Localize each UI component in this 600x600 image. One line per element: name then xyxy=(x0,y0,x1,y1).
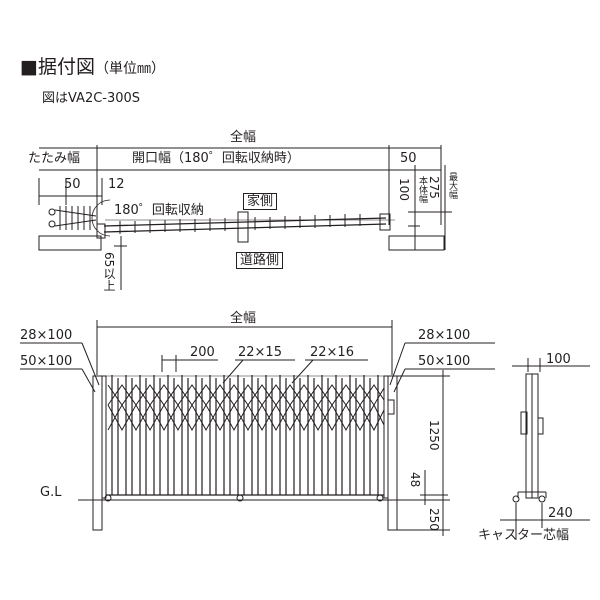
plan-overall-width-label: 全幅 xyxy=(230,130,257,145)
side-caster xyxy=(538,495,546,503)
plan-dim-100: 100 xyxy=(397,178,411,201)
front-overall-width-label: 全幅 xyxy=(230,311,257,326)
side-dim-100: 100 xyxy=(546,352,571,367)
rotation-arc xyxy=(91,199,111,237)
plan-gate-body xyxy=(103,217,387,227)
front-member-2: 22×16 xyxy=(310,345,354,360)
side-dim-240: 240 xyxy=(548,506,573,521)
plan-folded-gate xyxy=(48,206,106,239)
caster-center-width-label: キャスター芯幅 xyxy=(478,528,570,543)
side-caster xyxy=(512,495,520,503)
front-caster xyxy=(236,494,244,502)
plan-fold-width-label: たたみ幅 xyxy=(28,151,81,166)
front-dim-200: 200 xyxy=(190,345,215,360)
front-caster xyxy=(376,494,384,502)
plan-right-end xyxy=(379,213,391,231)
front-right-post xyxy=(387,375,398,531)
plan-dim-275: 275 xyxy=(427,176,441,199)
front-dim-1250: 1250 xyxy=(427,420,441,451)
front-latch xyxy=(387,399,395,415)
front-caster xyxy=(104,494,112,502)
front-post-left-2: 50×100 xyxy=(20,354,73,369)
plan-dim-12: 12 xyxy=(108,177,125,192)
plan-rotation-label: 180゜回転収納 xyxy=(114,203,204,218)
plan-min-65-label: 65以上 xyxy=(102,252,116,292)
plan-gate-nodes xyxy=(119,214,361,234)
plan-opening-width-label: 開口幅（180゜回転収納時） xyxy=(132,151,300,166)
page-title: ■据付図（単位㎜） xyxy=(20,58,165,77)
title-square: ■ xyxy=(20,56,38,78)
plan-dim-50-right: 50 xyxy=(400,151,417,166)
page-subtitle: 図はVA2C-300S xyxy=(42,91,141,106)
member-leader xyxy=(222,359,244,384)
plan-max-width-label: 最大幅 xyxy=(447,172,457,199)
front-dim-250: 250 xyxy=(427,508,441,531)
plan-body-width-label: 本体幅 xyxy=(417,176,427,203)
front-post-right-2: 50×100 xyxy=(418,354,471,369)
house-side-label: 家側 xyxy=(243,193,278,210)
front-post-left-1: 28×100 xyxy=(20,328,73,343)
front-dim-48: 48 xyxy=(408,472,422,488)
front-pickets xyxy=(111,375,379,495)
plan-right-post-base xyxy=(388,235,445,251)
plan-center-handle xyxy=(237,211,249,243)
front-post-right-1: 28×100 xyxy=(418,328,471,343)
front-member-1: 22×15 xyxy=(238,345,282,360)
road-side-label: 道路側 xyxy=(236,252,284,269)
ground-line-label: G.L xyxy=(40,485,62,500)
front-lattice xyxy=(107,384,385,432)
member-leader xyxy=(291,359,314,384)
plan-dim-50-left: 50 xyxy=(64,177,81,192)
side-handle xyxy=(520,411,528,435)
front-left-post xyxy=(92,375,103,531)
title-unit: （単位㎜） xyxy=(94,61,165,77)
title-text: 据付図 xyxy=(37,56,95,78)
plan-left-post-base xyxy=(38,235,102,251)
side-post xyxy=(525,373,533,499)
